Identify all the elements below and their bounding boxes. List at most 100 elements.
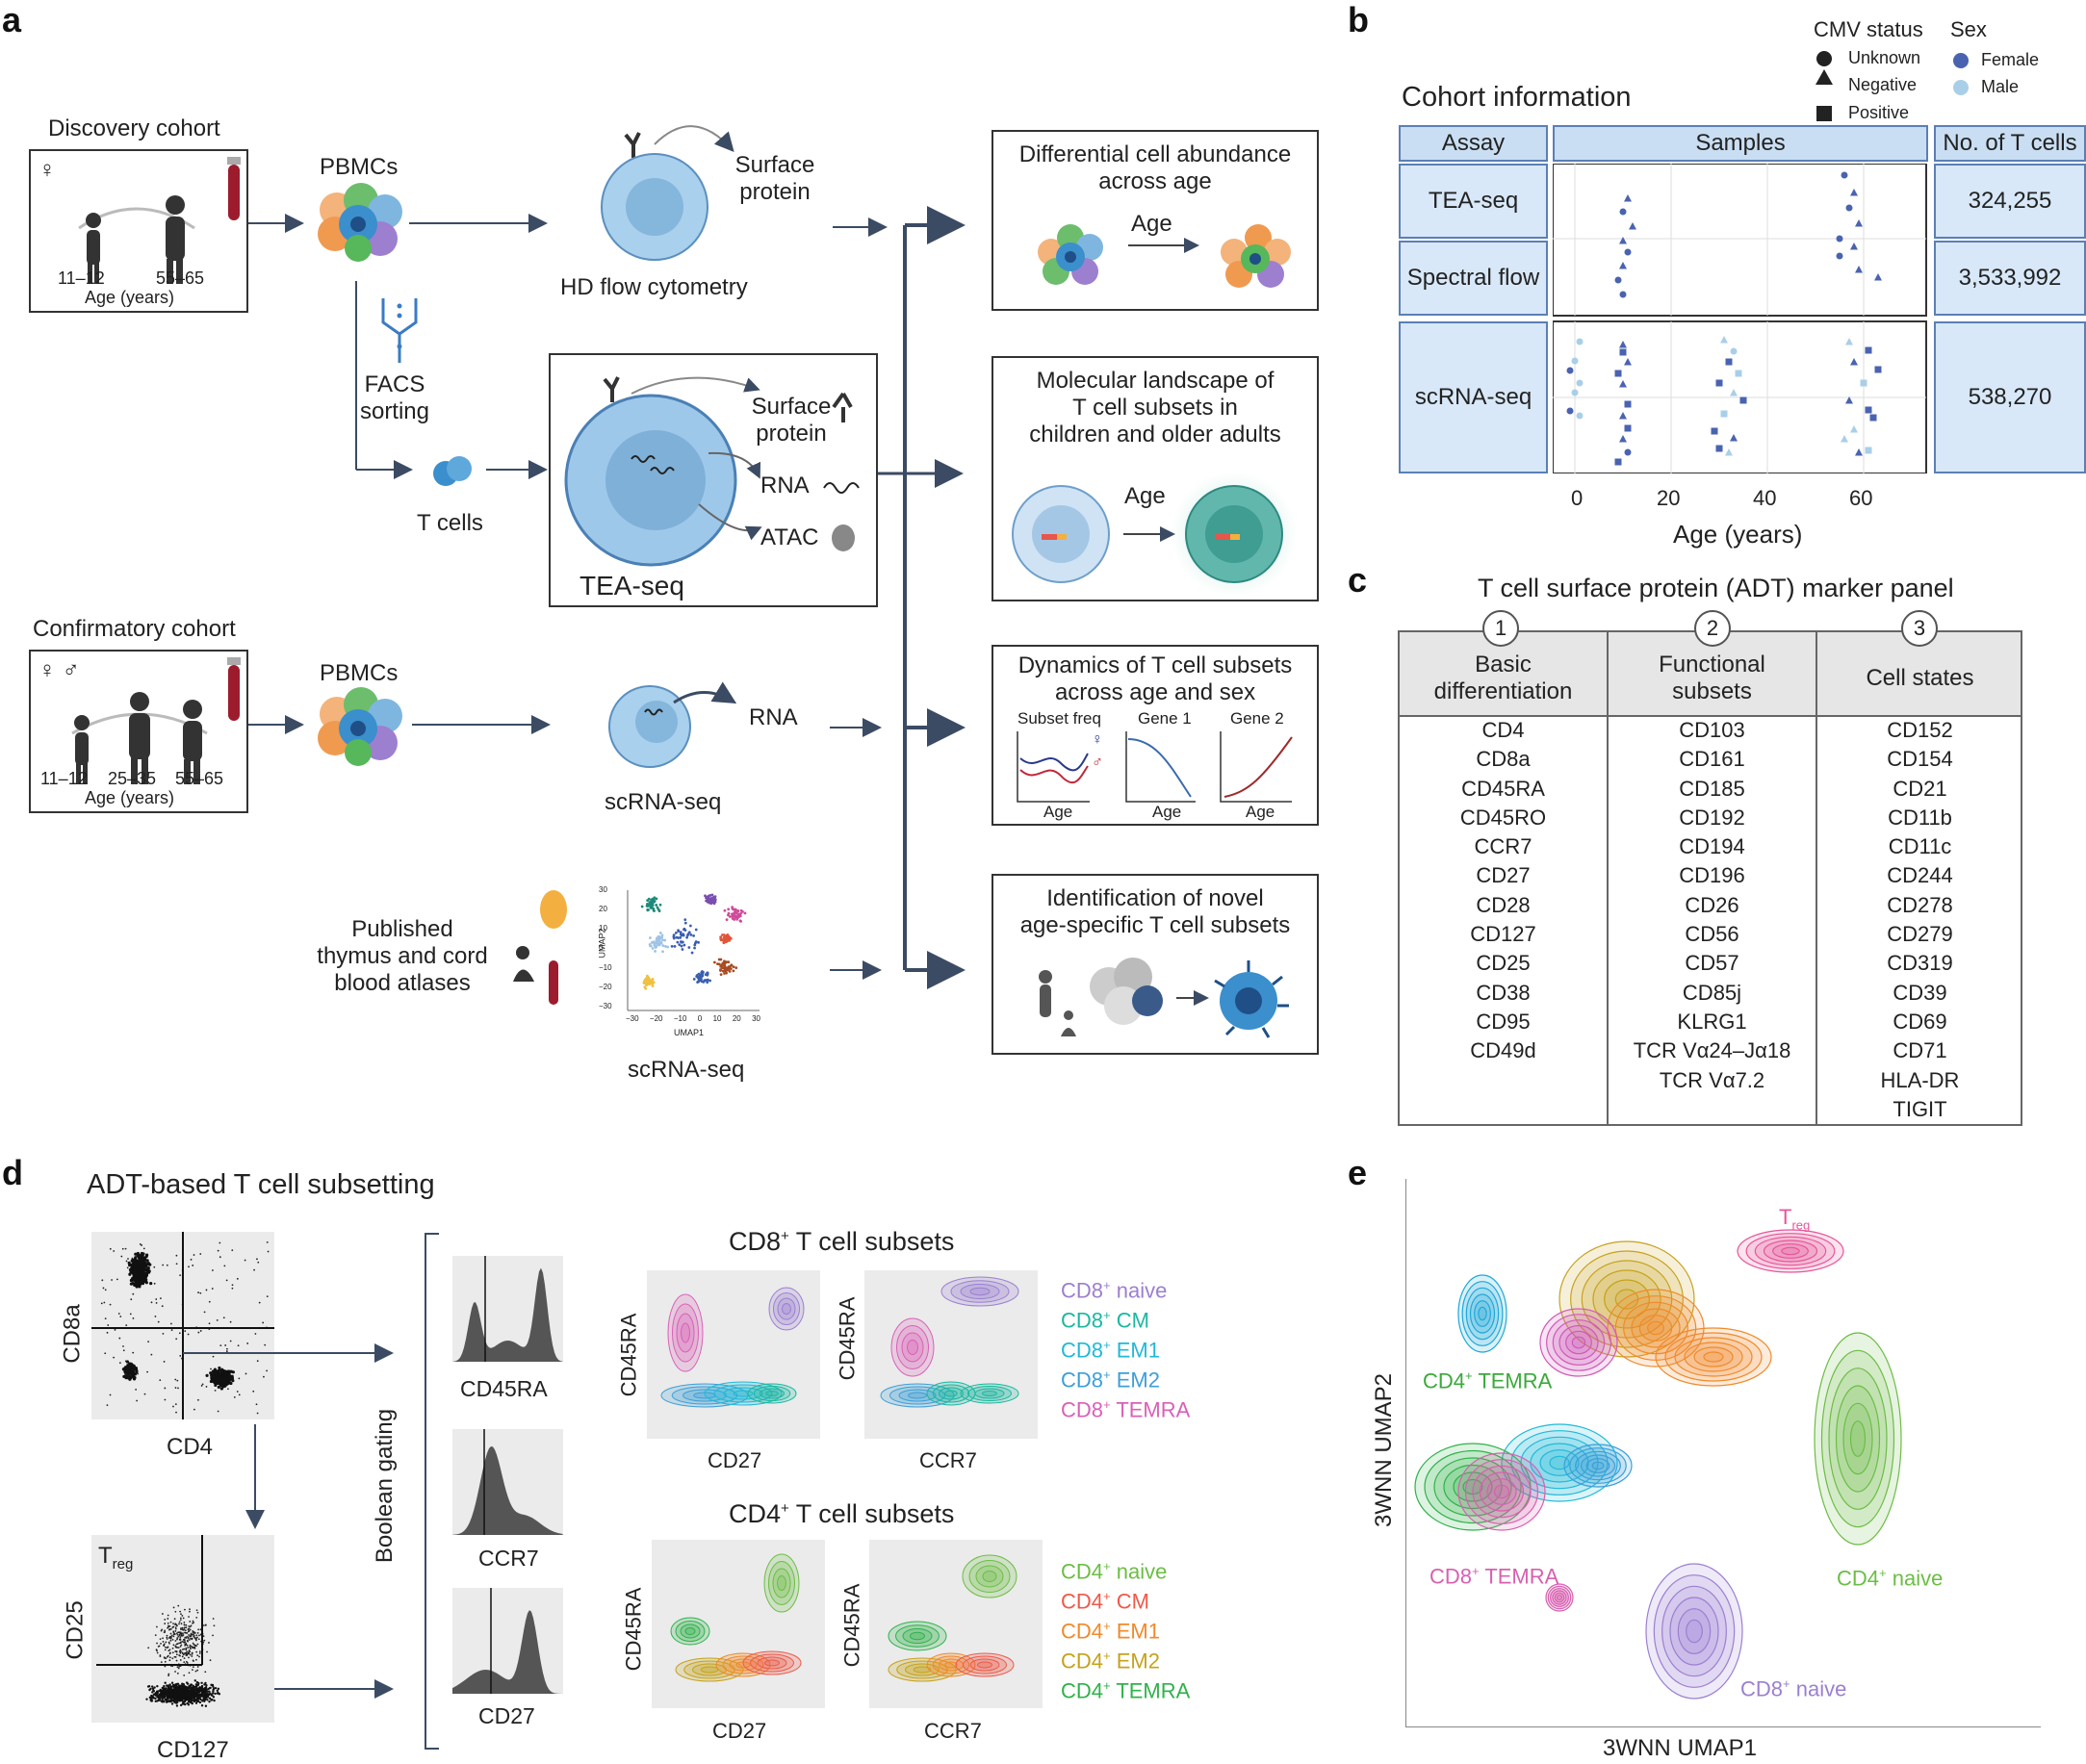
- facs-label: FACS sorting: [359, 371, 430, 424]
- marker-1-11: CD49d: [1470, 1038, 1536, 1063]
- discovery-cohort-box: ♀ 11–12 55–65 Age (years): [29, 149, 248, 313]
- output-abundance-title: Differential cell abundance across age: [1018, 141, 1292, 194]
- cohort-info-title: Cohort information: [1402, 82, 1632, 113]
- sex-symbols: ♀ ♂: [39, 657, 80, 683]
- output-dynamics-title: Dynamics of T cell subsets across age an…: [1017, 652, 1293, 705]
- cd4-cd8a-scatter: [91, 1232, 274, 1419]
- marker-2-8: CD57: [1685, 951, 1739, 976]
- infant-organs-icon: [513, 890, 567, 1005]
- discovery-cohort-title: Discovery cohort: [48, 115, 220, 141]
- confirmatory-age-label: Age (years): [85, 788, 175, 807]
- cd8-title-sup: +: [781, 1228, 789, 1244]
- female-symbol: ♀: [39, 157, 56, 183]
- panel-label-c: c: [1348, 560, 1368, 600]
- panel-label-a: a: [2, 0, 22, 39]
- discovery-age1: 11–12: [58, 268, 105, 288]
- marker-3-13: TIGIT: [1893, 1096, 1947, 1121]
- row-tea-seq-assay: TEA-seq: [1399, 164, 1548, 239]
- confirmatory-age3: 55–65: [175, 769, 224, 788]
- people-three-icon: [71, 692, 208, 784]
- sc-rna-label: RNA: [749, 704, 798, 730]
- hd-flow-label: HD flow cytometry: [560, 274, 748, 300]
- marker-1-9: CD38: [1476, 980, 1531, 1005]
- cd8legend-item-3: CD8+ EM2: [1061, 1368, 1160, 1393]
- confirmatory-cohort-box: ♀ ♂ 11–12 25–35 55–65 Age (years): [29, 650, 248, 813]
- wnn-label-treg-main: T: [1779, 1205, 1792, 1229]
- panel-a-connectors: [248, 206, 966, 989]
- marker-2-9: CD85j: [1682, 980, 1742, 1005]
- people-icon: [78, 195, 195, 284]
- xtick-20: 20: [1657, 486, 1681, 510]
- cd127-cd25-scatter-points: [96, 1535, 221, 1707]
- cd4-title-sup: +: [781, 1500, 789, 1517]
- col1-header: Basic differentiation: [1433, 652, 1573, 704]
- marker-1-6: CD28: [1476, 892, 1531, 917]
- tea-seq-cell-icon: [564, 376, 860, 567]
- cmv-legend-positive: Positive: [1848, 103, 1910, 122]
- marker-2-5: CD196: [1679, 863, 1745, 888]
- cd4-contour-cd27-svg: [670, 1553, 802, 1682]
- scatter2-ylabel: CD25: [62, 1600, 89, 1660]
- output-dynamics-xlab1: Age: [1043, 803, 1073, 821]
- hist-cd45ra-bars: [452, 1256, 563, 1362]
- confirmatory-age2: 25–35: [108, 769, 157, 788]
- cd8-subsets-title: CD8+ T cell subsets: [729, 1227, 954, 1257]
- hist-ccr7-label: CCR7: [478, 1546, 539, 1571]
- output-box-molecular: Molecular landscape of T cell subsets in…: [991, 356, 1319, 601]
- marker-1-8: CD25: [1476, 951, 1531, 976]
- xtick-0: 0: [1571, 486, 1584, 510]
- sex-legend-dots: [1953, 53, 1969, 95]
- output-box-dynamics: Dynamics of T cell subsets across age an…: [991, 645, 1319, 826]
- rna-label: RNA: [760, 473, 810, 499]
- marker-3-10: CD69: [1893, 1009, 1947, 1034]
- marker-1-0: CD4: [1481, 718, 1525, 742]
- cohort-header-assay: Assay: [1399, 125, 1548, 162]
- cd4-contour-cd27: [652, 1540, 825, 1708]
- output-dynamics-sub3: Gene 2: [1230, 709, 1284, 728]
- treg-gate-label: Treg: [98, 1543, 133, 1572]
- col2-header: Functional subsets: [1659, 652, 1765, 704]
- boolean-gating-label: Boolean gating: [372, 1408, 399, 1564]
- hist-cd27-label: CD27: [478, 1703, 535, 1728]
- marker-2-2: CD185: [1679, 776, 1745, 801]
- boolean-gating-bracket: [425, 1233, 439, 1750]
- scatter1-ylabel: CD8a: [59, 1304, 86, 1364]
- wnn-label-cd4-temra: CD4+ TEMRA: [1423, 1368, 1553, 1393]
- hist-cd27: [452, 1588, 563, 1694]
- cd8-plot1-ylabel: CD45RA: [616, 1313, 641, 1397]
- hist-ccr7-bars: [452, 1429, 563, 1535]
- marker-2-10: KLRG1: [1677, 1009, 1747, 1034]
- output-abundance-arrow-label: Age: [1131, 211, 1172, 237]
- adt-subsetting-title: ADT-based T cell subsetting: [87, 1169, 435, 1200]
- col-divider-2: [1816, 632, 1817, 1124]
- output-dynamics-xlab3: Age: [1246, 803, 1275, 821]
- confirmatory-cohort-title: Confirmatory cohort: [33, 616, 236, 642]
- cd4-plot2-ylabel: CD45RA: [839, 1583, 864, 1668]
- wnn-umap-plot: [1405, 1179, 2041, 1727]
- cd8legend-item-1: CD8+ CM: [1061, 1308, 1149, 1333]
- cd8-plot1-xlabel: CD27: [708, 1448, 762, 1472]
- scatter2-xlabel: CD127: [157, 1737, 229, 1763]
- cd4legend-item-0: CD4+ naive: [1061, 1559, 1168, 1584]
- negative-triangle-icon: [1816, 69, 1833, 85]
- samples-age-plot: [1553, 164, 1927, 473]
- umap-ytick-2: 10: [599, 924, 607, 933]
- wnn-ylabel: 3WNN UMAP2: [1371, 1372, 1398, 1528]
- samples-xlabel: Age (years): [1673, 520, 1803, 549]
- cd4-title-rest: T cell subsets: [788, 1499, 955, 1528]
- umap-xtick-2: −10: [673, 1014, 687, 1023]
- cd8-contour-ccr7: [864, 1270, 1038, 1439]
- cd4legend-item-3: CD4+ EM2: [1061, 1649, 1160, 1674]
- blood-tube-icon: [227, 157, 241, 220]
- wnn-label-cd4-naive: CD4+ naive: [1837, 1566, 1944, 1591]
- umap-ytick-0: 30: [599, 885, 607, 894]
- umap-xtick-4: 10: [712, 1014, 722, 1023]
- atac-label: ATAC: [760, 524, 819, 550]
- cmv-legend-shapes: [1816, 51, 1833, 121]
- cohort-header-samples: Samples: [1553, 125, 1928, 162]
- umap-xtick-3: 0: [697, 1014, 703, 1023]
- female-symbol-dyn: ♀: [1092, 731, 1103, 748]
- row-scrna-cells: 538,270: [1934, 321, 2086, 473]
